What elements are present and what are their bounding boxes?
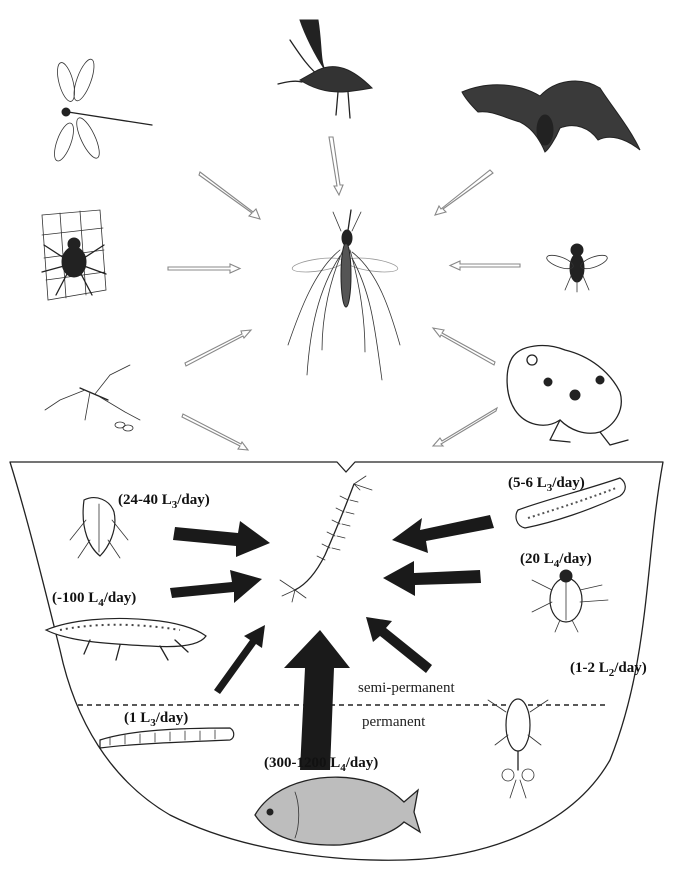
arrow-strider <box>185 330 251 366</box>
bat-icon <box>462 81 640 152</box>
arrow-copepod <box>366 617 432 673</box>
fish-icon <box>255 777 420 845</box>
arrow-frog <box>433 328 495 365</box>
spider-icon <box>42 210 106 300</box>
zone-label-permanent: permanent <box>362 714 426 730</box>
label-backswimmer-rate: (24-40 L3/day) <box>118 492 210 511</box>
label-newt-rate: (-100 L4/day) <box>52 590 136 609</box>
label-fish-rate: (300-1200 L4/day) <box>264 755 378 774</box>
copepod-icon <box>488 699 548 798</box>
label-leech-rate: (5-6 L3/day) <box>508 475 585 494</box>
arrow-fly <box>450 261 520 270</box>
arrow-strider-low <box>182 414 248 450</box>
mosquito-larva-icon <box>280 476 372 602</box>
bird-icon <box>278 20 372 118</box>
fly-icon <box>545 244 609 292</box>
arrow-spider <box>168 264 240 273</box>
arrow-fish <box>284 630 350 770</box>
arrow-dragonfly <box>199 172 260 219</box>
arrow-chironomid <box>214 625 265 694</box>
newt-icon <box>46 618 206 660</box>
diving-beetle-icon <box>532 570 608 632</box>
label-chironomid-rate: (1 L3/day) <box>124 710 188 729</box>
arrow-newt <box>170 570 262 603</box>
chironomid-larva-icon <box>100 728 234 748</box>
water-strider-icon <box>45 365 140 431</box>
arrow-beetle <box>383 561 481 596</box>
label-copepod-rate: (1-2 L2/day) <box>570 660 647 679</box>
arrow-leech <box>392 515 494 553</box>
arrow-bat <box>435 170 493 215</box>
dragonfly-icon <box>51 57 152 163</box>
arrow-frog-low <box>433 408 497 446</box>
label-beetle-rate: (20 L4/day) <box>520 551 592 570</box>
zone-label-semi-permanent: semi-permanent <box>358 680 455 696</box>
frog-icon <box>507 346 628 445</box>
arrow-bird <box>329 137 343 195</box>
arrow-backswimmer <box>173 521 270 557</box>
mosquito-icon <box>288 210 400 380</box>
